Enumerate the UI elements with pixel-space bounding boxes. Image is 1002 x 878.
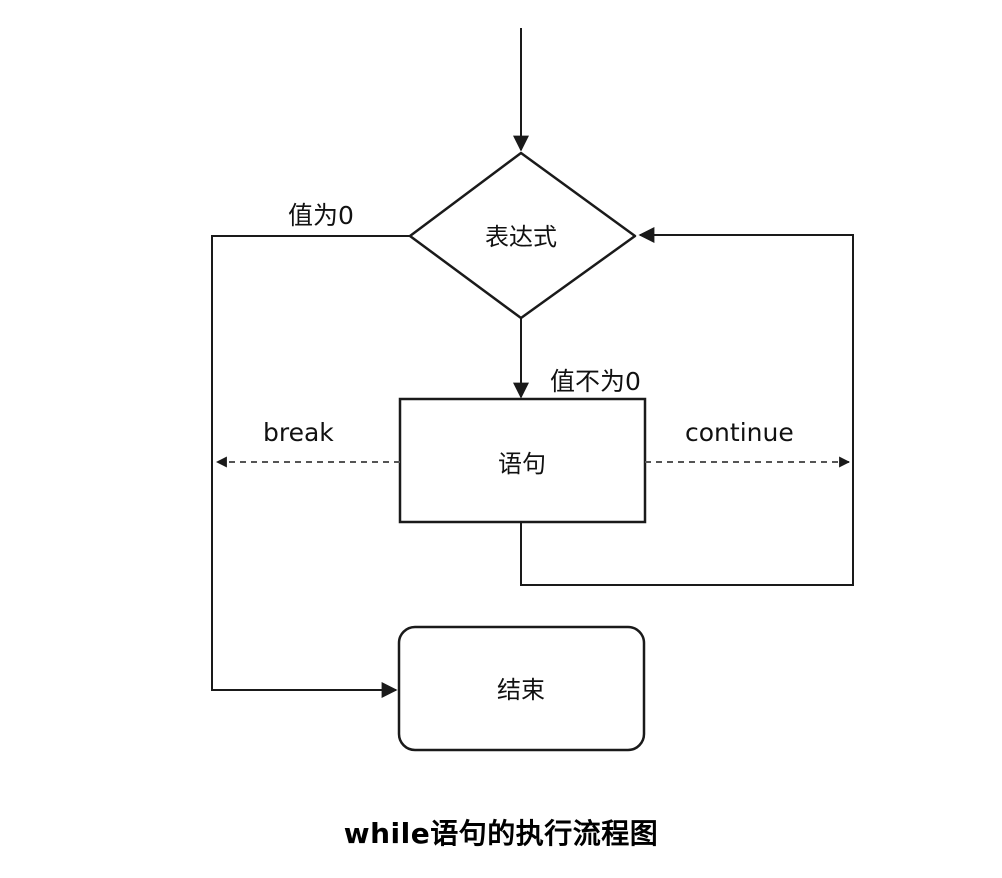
break-edge-label: break bbox=[263, 418, 334, 447]
end-box bbox=[397, 625, 646, 752]
diagram-caption: while语句的执行流程图 bbox=[343, 817, 659, 850]
end-label: 结束 bbox=[497, 676, 545, 704]
loop-back-line bbox=[520, 227, 854, 586]
false-edge-label: 值为0 bbox=[288, 201, 354, 230]
false-exit-line bbox=[211, 235, 410, 698]
condition-label: 表达式 bbox=[485, 223, 557, 251]
true-edge-label: 值不为0 bbox=[550, 367, 641, 396]
statement-label: 语句 bbox=[498, 450, 546, 478]
statement-box bbox=[398, 397, 647, 524]
continue-edge-label: continue bbox=[685, 418, 794, 447]
